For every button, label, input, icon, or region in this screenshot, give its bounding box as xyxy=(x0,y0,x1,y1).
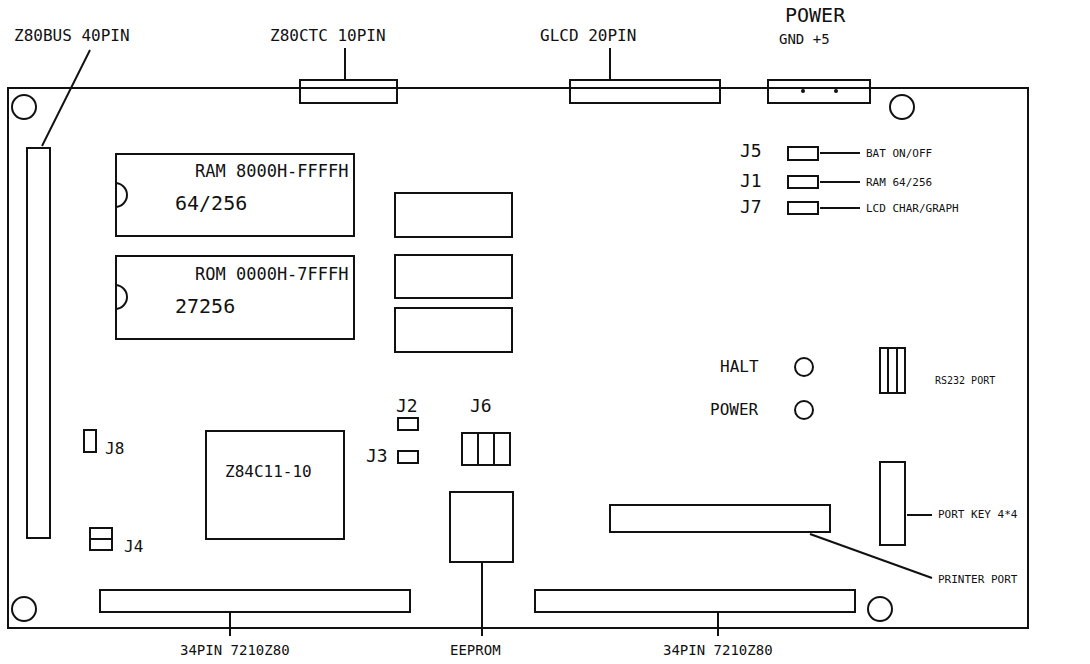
part-label: PORT KEY 4*4 xyxy=(938,509,1017,520)
part-label: PRINTER PORT xyxy=(938,574,1017,585)
bus-connector xyxy=(27,148,50,538)
part-label: Z80CTC 10PIN xyxy=(270,28,386,44)
part-label: RAM 64/256 xyxy=(866,177,932,188)
chip-box: Z84C11-10 xyxy=(205,430,345,540)
part-label: HALT xyxy=(720,359,759,375)
chip-detail: 64/256 xyxy=(175,191,247,215)
part-label: BAT ON/OFF xyxy=(866,148,932,159)
part-label: 34PIN 7210Z80 xyxy=(180,643,290,657)
part-label: J8 xyxy=(105,441,124,457)
part-label: J7 xyxy=(740,198,762,216)
chip-box: RAM 8000H-FFFFH 64/256 xyxy=(115,153,355,237)
chip-name: Z84C11-10 xyxy=(225,462,312,481)
part-label: Z80BUS 40PIN xyxy=(14,28,130,44)
part-label: J2 xyxy=(396,397,418,415)
part-label: GLCD 20PIN xyxy=(540,28,636,44)
chip-name: ROM 0000H-7FFFH xyxy=(195,264,349,284)
chip-box: ROM 0000H-7FFFH 27256 xyxy=(115,255,355,340)
part-label: RS232 PORT xyxy=(935,376,995,386)
part-label: POWER xyxy=(710,402,758,418)
part-label: J6 xyxy=(470,397,492,415)
pcb-outline xyxy=(8,88,1028,628)
part-label: LCD CHAR/GRAPH xyxy=(866,203,959,214)
part-label: J3 xyxy=(366,447,388,465)
chip-detail: 27256 xyxy=(175,294,235,318)
chip-name: RAM 8000H-FFFFH xyxy=(195,161,349,181)
part-label: J4 xyxy=(124,539,143,555)
part-label: J5 xyxy=(740,142,762,160)
part-label: POWER xyxy=(785,5,845,25)
part-label: 34PIN 7210Z80 xyxy=(663,643,773,657)
part-label: J1 xyxy=(740,172,762,190)
part-label: GND +5 xyxy=(779,32,830,46)
part-label: EEPROM xyxy=(450,643,501,657)
